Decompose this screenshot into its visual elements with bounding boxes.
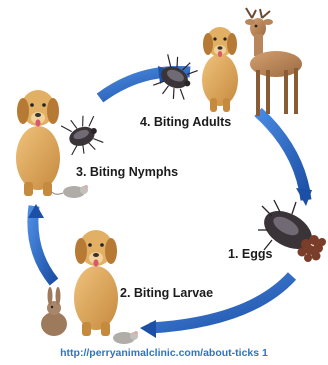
rabbit-icon [41,287,67,336]
source-url: http://perryanimalclinic.com/about-ticks… [0,347,328,359]
stage-label-eggs: 1. Eggs [228,248,272,261]
deer-icon [245,8,302,116]
stage-label-larvae: 2. Biting Larvae [120,287,213,300]
mouse-icon-nymphs [52,185,88,198]
stage-label-adults: 4. Biting Adults [140,116,231,129]
dog-icon-nymphs [16,90,60,196]
arrow-head-bottom [140,320,156,338]
tick-icon-nymph [60,112,104,157]
dog-icon-larvae [74,230,118,336]
dog-icon-adults [202,27,238,112]
arrow-segment-right [258,112,306,200]
mouse-icon-larvae [113,331,138,344]
stage-label-nymphs: 3. Biting Nymphs [76,166,178,179]
arrow-segment-bottom [150,276,292,328]
